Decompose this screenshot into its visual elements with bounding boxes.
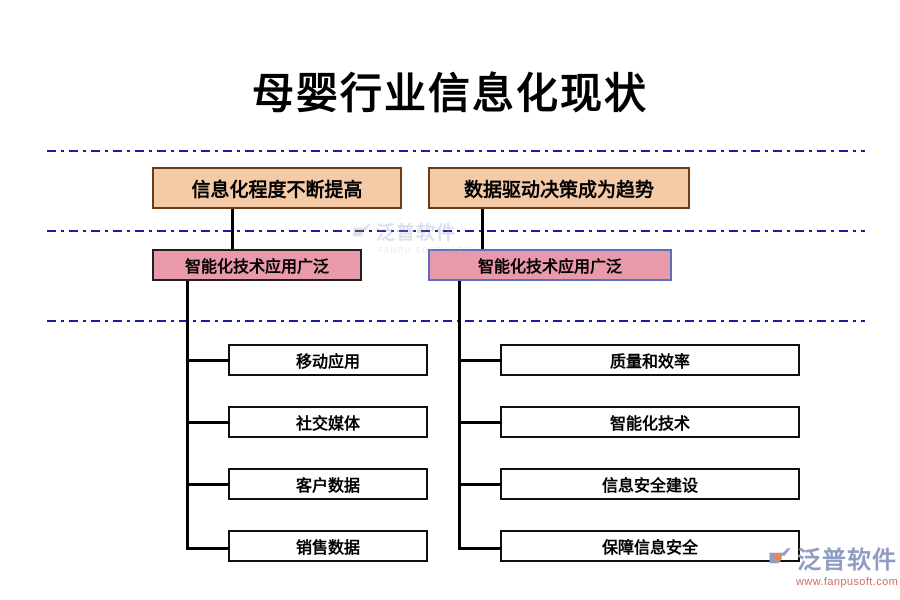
- page-title: 母婴行业信息化现状: [251, 72, 648, 118]
- level2-box-right[interactable]: 智能化技术应用广泛: [428, 249, 672, 281]
- connector-left-leaf-3: [186, 483, 230, 486]
- connector-left-spine: [186, 281, 189, 550]
- connector-right-spine: [458, 281, 461, 550]
- connector-right-leaf-1: [458, 359, 502, 362]
- corner-logo-url: www.fanpusoft.com: [796, 576, 899, 588]
- level1-box-right[interactable]: 数据驱动决策成为趋势: [428, 167, 690, 209]
- leaf-box-right-3[interactable]: 信息安全建设: [500, 468, 800, 500]
- level2-box-left[interactable]: 智能化技术应用广泛: [152, 249, 362, 281]
- corner-logo-brand: 泛普软件: [797, 547, 897, 574]
- connector-left-leaf-2: [186, 421, 230, 424]
- leaf-box-left-4[interactable]: 销售数据: [228, 530, 428, 562]
- connector-left-level1-to-level2: [231, 209, 234, 255]
- leaf-box-right-2[interactable]: 智能化技术: [500, 406, 800, 438]
- connector-left-leaf-4: [186, 547, 230, 550]
- connector-right-leaf-3: [458, 483, 502, 486]
- leaf-box-right-1[interactable]: 质量和效率: [500, 344, 800, 376]
- connector-right-level1-to-level2: [481, 209, 484, 255]
- connector-right-leaf-2: [458, 421, 502, 424]
- connector-right-leaf-4: [458, 547, 502, 550]
- leaf-box-right-4[interactable]: 保障信息安全: [500, 530, 800, 562]
- leaf-box-left-1[interactable]: 移动应用: [228, 344, 428, 376]
- level1-box-left[interactable]: 信息化程度不断提高: [152, 167, 402, 209]
- connector-left-leaf-1: [186, 359, 230, 362]
- leaf-box-left-3[interactable]: 客户数据: [228, 468, 428, 500]
- leaf-box-left-2[interactable]: 社交媒体: [228, 406, 428, 438]
